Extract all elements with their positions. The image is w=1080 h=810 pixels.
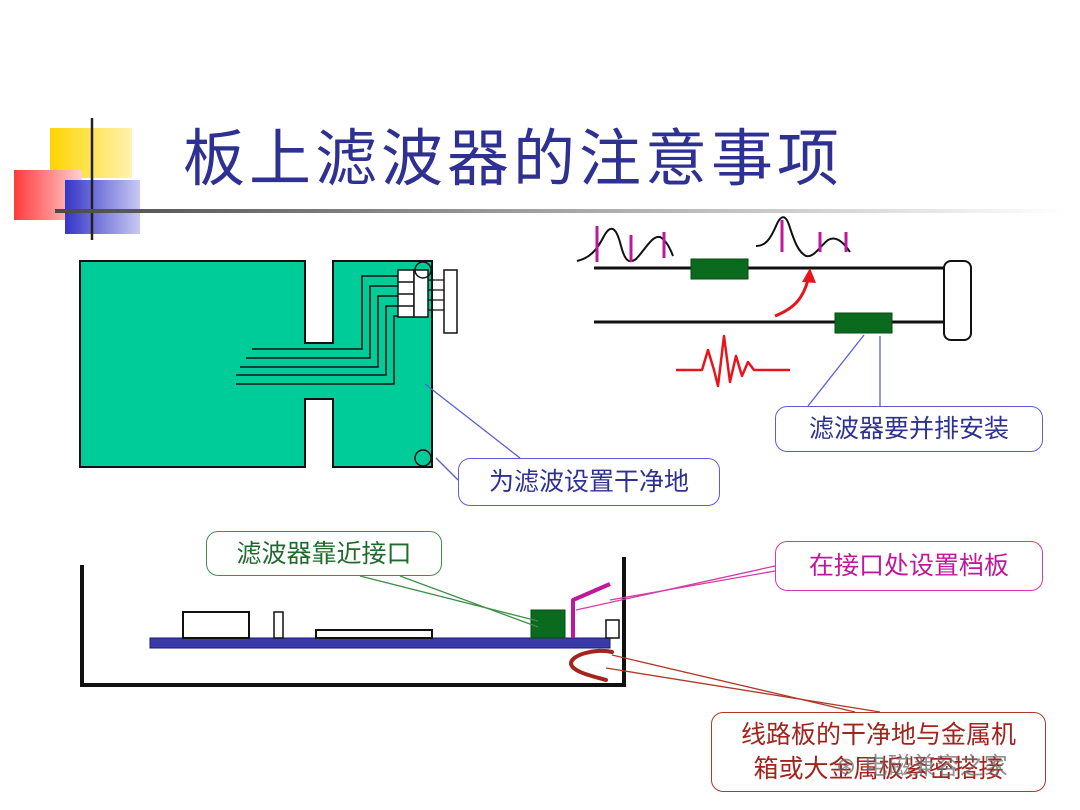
callout-baffle: 在接口处设置档板 <box>775 541 1043 591</box>
component-large <box>182 611 250 639</box>
pcb-board-top-view <box>79 260 458 468</box>
callout-side-by-side-text: 滤波器要并排安装 <box>808 414 1009 443</box>
parallel-filter-lines <box>576 216 972 388</box>
interface-connector-side <box>605 619 620 639</box>
contact-spring <box>569 648 614 682</box>
component-pin <box>273 611 284 639</box>
callout-metal-line2: 箱或大金属板紧密搭接 <box>753 754 1004 783</box>
board-traces <box>236 275 398 385</box>
side-by-side-leaders <box>807 334 881 407</box>
filter-connector-array <box>397 269 429 318</box>
baffle-plate <box>571 582 611 638</box>
callout-near-interface-text: 滤波器靠近接口 <box>236 538 412 568</box>
filter-component-bottom <box>834 312 893 334</box>
ground-hole-bottom <box>414 449 432 467</box>
metal-chassis <box>80 557 626 687</box>
line-connector <box>943 260 972 341</box>
slide-title: 板上滤波器的注意事项 <box>183 122 844 195</box>
interference-waveform <box>676 334 790 388</box>
deco-blue-square <box>65 180 140 234</box>
ground-hole-top <box>414 261 432 279</box>
watermark-text: 电磁兼容之家 <box>863 752 1008 780</box>
callout-clean-ground-text: 为滤波设置干净地 <box>488 467 689 496</box>
chassis-cross-section <box>80 557 626 687</box>
filter-near-interface <box>530 609 566 639</box>
pcb-edge-view <box>149 637 611 649</box>
callout-metal-bonding: 线路板的干净地与金属机 箱或大金属板紧密搭接 <box>711 712 1046 792</box>
coupling-arrowhead <box>802 268 816 283</box>
clean-ground-leaders <box>424 383 521 481</box>
callout-near-interface: 滤波器靠近接口 <box>206 531 442 576</box>
callout-side-by-side: 滤波器要并排安装 <box>775 406 1043 452</box>
bottom-leaders <box>359 565 881 713</box>
callout-metal-line1: 线路板的干净地与金属机 <box>740 720 1016 749</box>
signal-waveform-right <box>755 216 851 258</box>
filter-component-top <box>690 258 749 280</box>
component-flat <box>315 629 433 639</box>
callout-clean-ground: 为滤波设置干净地 <box>458 458 720 506</box>
signal-waveform-left <box>576 227 674 263</box>
watermark: ⊛ 电磁兼容之家 <box>836 746 1008 781</box>
interface-connector <box>443 269 458 334</box>
callout-baffle-text: 在接口处设置档板 <box>808 551 1009 580</box>
coupling-arrow <box>774 279 810 318</box>
watermark-icon: ⊛ <box>836 752 857 780</box>
pcb-board-outline <box>79 260 433 468</box>
title-decoration <box>14 118 1065 240</box>
title-underline <box>55 209 1065 213</box>
connector-leads <box>428 279 445 311</box>
